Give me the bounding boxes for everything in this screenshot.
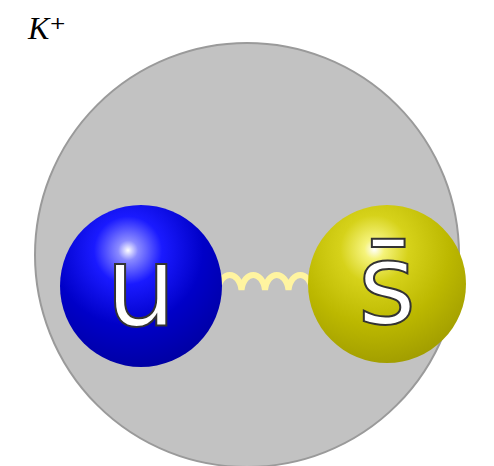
up-quark-sphere: u — [60, 205, 222, 367]
anti-strange-sphere: s̄ — [308, 205, 466, 363]
kaon-circle: K⁺us̄ — [34, 42, 460, 466]
particle-name: K⁺ — [28, 12, 66, 44]
quark-symbol: s̄ — [358, 228, 416, 340]
quark-symbol: u — [106, 230, 177, 342]
gluon-line — [218, 275, 312, 290]
